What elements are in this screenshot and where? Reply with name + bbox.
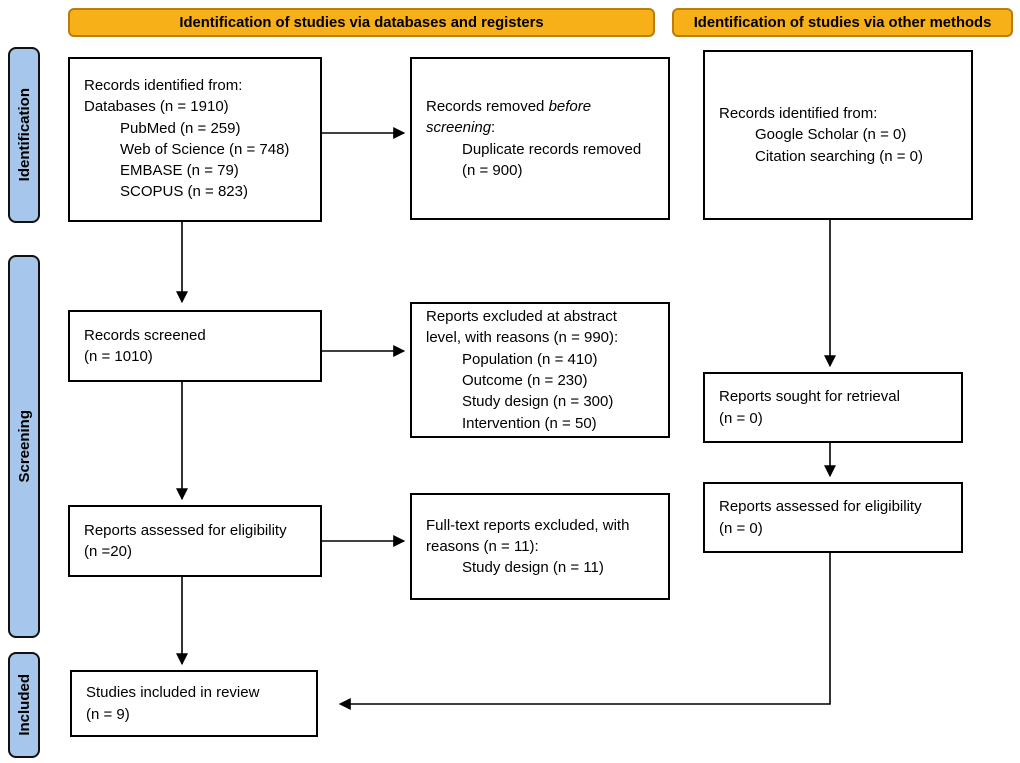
box-text-line: Reports assessed for eligibility xyxy=(719,498,922,516)
phase-label-screening: Screening xyxy=(8,255,40,638)
box-records-identified-databases: Records identified from: Databases (n = 1… xyxy=(68,57,322,222)
box-text-line: Intervention (n = 50) xyxy=(462,414,597,432)
box-reports-excluded-abstract: Reports excluded at abstract level, with … xyxy=(410,302,670,438)
box-reports-assessed-eligibility-other: Reports assessed for eligibility (n = 0) xyxy=(703,482,963,553)
box-text-line: Studies included in review xyxy=(86,684,260,702)
phase-label-identification-text: Identification xyxy=(15,88,33,182)
box-text-line: Full-text reports excluded, with xyxy=(426,516,630,534)
box-text-line: screening: xyxy=(426,119,496,137)
header-databases-registers: Identification of studies via databases … xyxy=(68,8,655,37)
box-records-removed-before-screening: Records removed before screening: Duplicat… xyxy=(410,57,670,220)
box-text-line: (n = 9) xyxy=(86,705,130,723)
phase-label-included-text: Included xyxy=(15,674,33,736)
box-text-line: Records screened xyxy=(84,326,206,344)
box-text-line: Reports assessed for eligibility xyxy=(84,521,287,539)
box-fulltext-reports-excluded: Full-text reports excluded, with reasons … xyxy=(410,493,670,600)
box-text-line: Population (n = 410) xyxy=(462,350,598,368)
header-other-methods: Identification of studies via other meth… xyxy=(672,8,1013,37)
box-text-line: (n = 0) xyxy=(719,409,763,427)
box-text-line: Web of Science (n = 748) xyxy=(120,140,290,158)
box-text-line: PubMed (n = 259) xyxy=(120,119,241,137)
box-text-line: (n = 0) xyxy=(719,519,763,537)
box-text-line: level, with reasons (n = 990): xyxy=(426,329,619,347)
box-reports-assessed-eligibility: Reports assessed for eligibility (n =20) xyxy=(68,505,322,577)
box-text-line: reasons (n = 11): xyxy=(426,537,539,555)
box-text-line: Databases (n = 1910) xyxy=(84,98,229,116)
box-text-line: (n =20) xyxy=(84,543,132,560)
box-text-line: Records removed before xyxy=(426,97,592,115)
box-text-line: SCOPUS (n = 823) xyxy=(120,183,248,201)
box-text-line: (n = 900) xyxy=(462,161,523,179)
box-text-line: EMBASE (n = 79) xyxy=(120,162,239,180)
box-text-line: Study design (n = 11) xyxy=(462,559,604,577)
box-text-line: Records identified from: xyxy=(84,77,243,94)
box-records-identified-other-methods: Records identified from: Google Scholar (… xyxy=(703,50,973,220)
box-text-line: Records identified from: xyxy=(719,105,878,123)
box-text-line: Reports sought for retrieval xyxy=(719,388,900,406)
box-text-line: Duplicate records removed xyxy=(462,140,642,158)
box-text-line: (n = 1010) xyxy=(84,348,153,365)
box-text-line: Google Scholar (n = 0) xyxy=(755,126,907,144)
box-text-line: Citation searching (n = 0) xyxy=(755,147,924,165)
phase-label-included: Included xyxy=(8,652,40,758)
box-text-line: Study design (n = 300) xyxy=(462,393,614,411)
box-text-line: Reports excluded at abstract xyxy=(426,308,617,326)
box-studies-included-review: Studies included in review (n = 9) xyxy=(70,670,318,737)
phase-label-screening-text: Screening xyxy=(15,410,33,483)
box-reports-sought-retrieval: Reports sought for retrieval (n = 0) xyxy=(703,372,963,443)
box-text-line: Outcome (n = 230) xyxy=(462,372,588,389)
box-records-screened: Records screened (n = 1010) xyxy=(68,310,322,382)
phase-label-identification: Identification xyxy=(8,47,40,223)
